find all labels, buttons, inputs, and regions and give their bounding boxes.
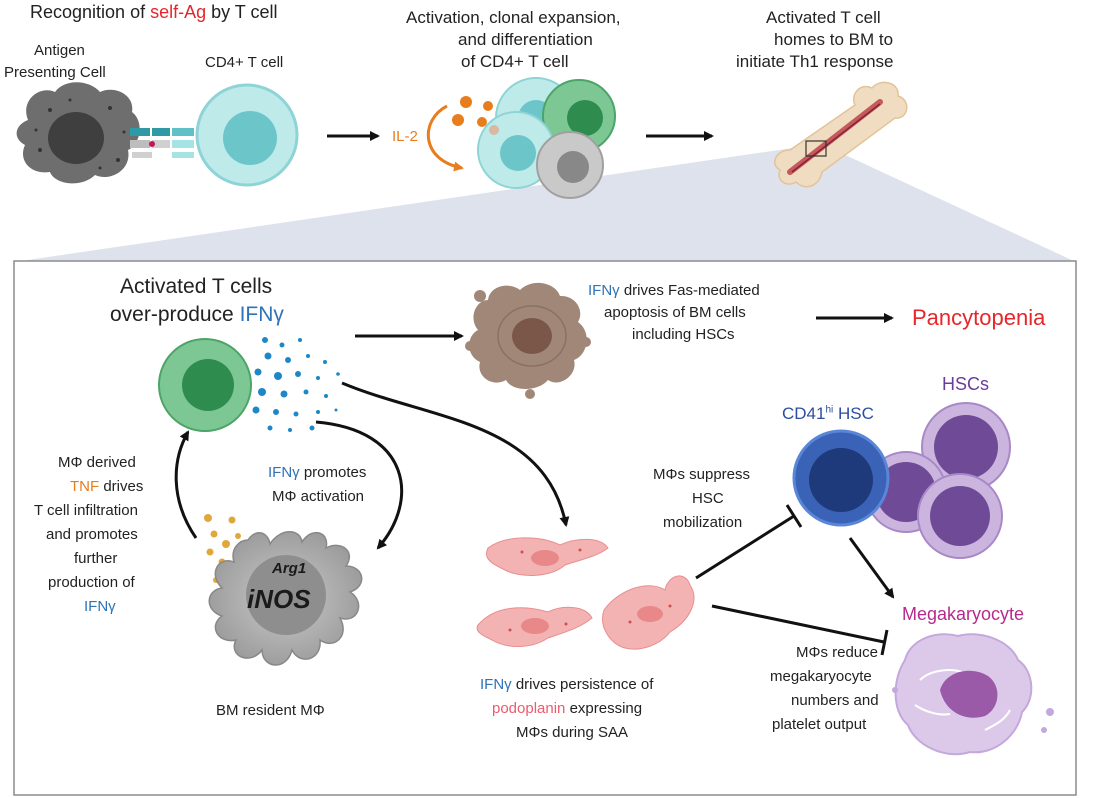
cd41-post: HSC — [833, 404, 874, 423]
activated-title-2-pre: over-produce — [110, 303, 240, 326]
arrow-ifng-to-macrophage — [315, 420, 404, 550]
fas-line-3: including HSCs — [632, 326, 735, 343]
md-line-7: IFNγ — [84, 598, 116, 615]
inhibition-hsc-mobilization — [695, 504, 803, 580]
recognition-title-post: by T cell — [206, 2, 278, 22]
suppress-line-2: HSC — [692, 490, 724, 507]
reduce-line-2: megakaryocyte — [770, 668, 872, 685]
podoplanin-label: podoplanin — [492, 700, 566, 717]
bm-resident-label: BM resident MΦ — [216, 702, 325, 719]
activated-title-1: Activated T cells — [120, 275, 273, 298]
arg1-label: Arg1 — [272, 560, 307, 577]
md-line-5: further — [74, 550, 118, 567]
ifng-label-promotes: IFNγ — [268, 464, 300, 481]
promotes-line-1: IFNγ promotes — [268, 464, 366, 482]
md-line-4: and promotes — [46, 526, 138, 543]
activated-title-2: over-produce IFNγ — [110, 302, 284, 327]
tnf-label: TNF — [70, 478, 100, 495]
homes-line-2: homes to BM to — [774, 30, 894, 49]
activation-line-2: and differentiation — [458, 30, 593, 49]
activated-t-cell-icon — [158, 338, 252, 432]
suppress-line-3: mobilization — [663, 514, 743, 531]
ifng-label-fas: IFNγ — [588, 282, 620, 299]
md-line-2: TNF drives — [70, 478, 143, 496]
suppress-line-1: MΦs suppress — [653, 466, 750, 483]
activation-line-3: of CD4+ T cell — [461, 52, 569, 71]
il2-label: IL-2 — [392, 128, 418, 145]
arrow-ifng-to-podoplanin — [341, 381, 570, 527]
reduce-line-4: platelet output — [772, 716, 867, 733]
persist-line-1: IFNγ drives persistence of — [480, 676, 653, 694]
md-line-2-post: drives — [99, 478, 144, 495]
reduce-line-1: MΦs reduce — [796, 644, 878, 661]
apoptotic-cell-icon — [465, 282, 591, 399]
homes-line-1: Activated T cell — [766, 8, 881, 27]
ifng-label-persist: IFNγ — [480, 676, 512, 693]
ifng-dots-icon — [252, 337, 340, 432]
promotes-line-2: MΦ activation — [272, 488, 364, 505]
tcr-mhc-complex-icon — [130, 128, 194, 158]
persist-line-3: MΦs during SAA — [516, 724, 629, 741]
md-line-6: production of — [48, 574, 135, 591]
hscs-label: HSCs — [942, 374, 990, 394]
cd41-pre: CD41 — [782, 404, 826, 423]
reduce-line-3: numbers and — [791, 692, 879, 709]
fas-line-1-post: drives Fas-mediated — [619, 282, 760, 299]
megakaryocyte-label: Megakaryocyte — [902, 604, 1025, 624]
ifng-label-title: IFNγ — [239, 303, 284, 326]
promotes-line-1-post: promotes — [299, 464, 367, 481]
fas-line-1: IFNγ drives Fas-mediated — [588, 282, 760, 300]
persist-line-1-post: drives persistence of — [511, 676, 654, 693]
pancytopenia-label: Pancytopenia — [912, 305, 1046, 330]
hsc-icon — [792, 402, 1011, 559]
arrow-macrophage-to-t-cell — [174, 430, 198, 539]
recognition-title: Recognition of self-Ag by T cell — [30, 2, 277, 24]
homes-line-3: initiate Th1 response — [736, 52, 894, 71]
persist-line-2: podoplanin expressing — [492, 700, 642, 718]
persist-line-2-post: expressing — [565, 700, 643, 717]
recognition-title-pre: Recognition of — [30, 2, 151, 22]
cd4-label: CD4+ T cell — [205, 54, 284, 71]
arrow-hsc-to-megakaryocyte — [848, 537, 895, 599]
bone-icon — [774, 81, 908, 188]
cd4-t-cell-icon — [195, 83, 299, 187]
t-cell-cluster-icon — [426, 77, 616, 199]
megakaryocyte-icon — [892, 633, 1054, 756]
macrophage-icon — [208, 531, 363, 666]
stromal-macrophage-icon — [476, 537, 695, 650]
apc-label-1: Antigen — [34, 42, 85, 59]
cd41-sup: hi — [825, 404, 834, 416]
md-line-1: MΦ derived — [58, 454, 136, 471]
apc-label-2: Presenting Cell — [4, 64, 106, 81]
antigen-presenting-cell-icon — [16, 82, 140, 184]
fas-line-2: apoptosis of BM cells — [604, 304, 746, 321]
activation-line-1: Activation, clonal expansion, — [406, 8, 621, 27]
cd41-hsc-label: CD41hi HSC — [782, 404, 874, 424]
inos-label: iNOS — [247, 584, 311, 614]
self-ag-label: self-Ag — [150, 2, 207, 22]
inhibition-megakaryocyte — [711, 604, 889, 656]
md-line-3: T cell infiltration — [34, 502, 138, 519]
